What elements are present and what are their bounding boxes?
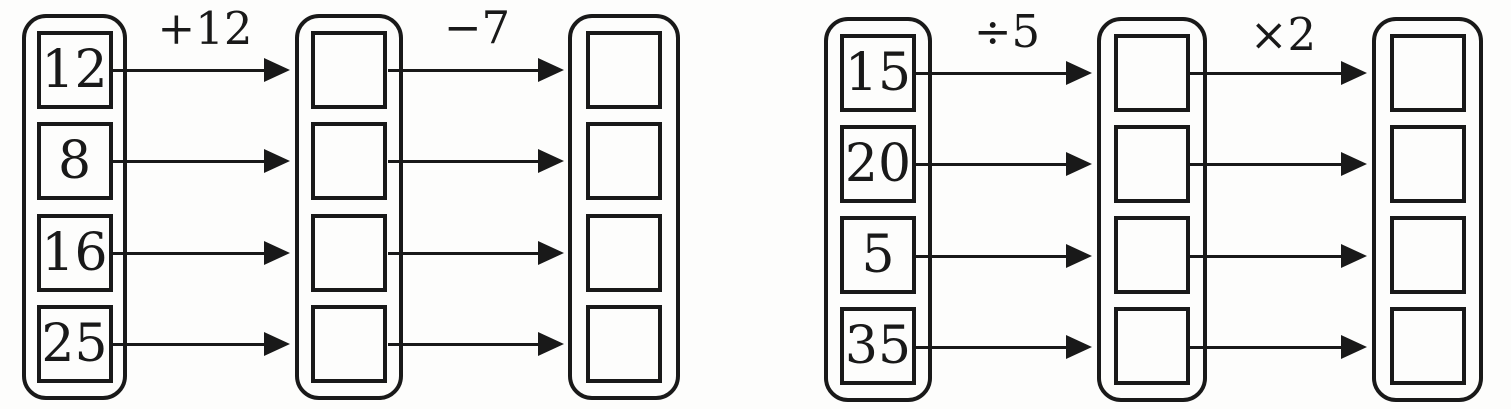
arrow-head-icon	[1341, 61, 1367, 85]
left-machine-input-column: 12 8 16 25	[22, 14, 127, 400]
arrow-head-icon	[1341, 335, 1367, 359]
operation-label-times-2: ×2	[1249, 8, 1317, 61]
input-cell: 16	[36, 213, 113, 292]
answer-blank[interactable]	[586, 122, 662, 201]
answer-blank[interactable]	[311, 122, 387, 201]
operation-label-divide-5: ÷5	[973, 5, 1041, 58]
input-cell: 12	[36, 31, 113, 110]
left-machine-output-column	[568, 14, 680, 400]
answer-blank[interactable]	[1114, 307, 1190, 385]
arrow-head-icon	[1066, 335, 1092, 359]
input-cell: 25	[36, 304, 113, 383]
arrow-shaft	[112, 159, 272, 163]
arrow-shaft	[914, 345, 1074, 349]
arrow-shaft	[112, 251, 272, 255]
answer-blank[interactable]	[1114, 125, 1190, 203]
left-machine-middle-column	[295, 14, 403, 400]
arrow-head-icon	[538, 149, 564, 173]
right-machine-output-column	[1372, 17, 1483, 402]
answer-blank[interactable]	[1389, 125, 1466, 203]
arrow-shaft	[914, 71, 1074, 75]
arrow-head-icon	[538, 332, 564, 356]
arrow-shaft	[388, 342, 546, 346]
answer-blank[interactable]	[1114, 216, 1190, 294]
answer-blank[interactable]	[586, 213, 662, 292]
arrow-head-icon	[264, 241, 290, 265]
arrow-shaft	[388, 251, 546, 255]
arrow-head-icon	[1066, 152, 1092, 176]
arrow-shaft	[112, 68, 272, 72]
right-machine-middle-column	[1097, 17, 1207, 402]
arrow-head-icon	[264, 332, 290, 356]
arrow-shaft	[112, 342, 272, 346]
input-cell: 5	[840, 216, 916, 294]
answer-blank[interactable]	[1389, 216, 1466, 294]
answer-blank[interactable]	[586, 304, 662, 383]
arrow-shaft	[914, 254, 1074, 258]
input-cell: 35	[840, 307, 916, 385]
arrow-shaft	[1186, 254, 1349, 258]
input-cell: 8	[36, 122, 113, 201]
arrow-shaft	[388, 68, 546, 72]
answer-blank[interactable]	[1389, 34, 1466, 112]
arrow-head-icon	[264, 149, 290, 173]
answer-blank[interactable]	[1114, 34, 1190, 112]
arrow-head-icon	[264, 58, 290, 82]
answer-blank[interactable]	[311, 304, 387, 383]
arrow-head-icon	[1066, 61, 1092, 85]
right-machine-input-column: 15 20 5 35	[824, 17, 932, 402]
input-cell: 20	[840, 125, 916, 203]
arrow-head-icon	[1066, 244, 1092, 268]
arrow-head-icon	[1341, 244, 1367, 268]
arrow-shaft	[1186, 71, 1349, 75]
answer-blank[interactable]	[311, 213, 387, 292]
operation-label-minus-7: −7	[443, 1, 511, 54]
arrow-shaft	[388, 159, 546, 163]
arrow-head-icon	[1341, 152, 1367, 176]
answer-blank[interactable]	[1389, 307, 1466, 385]
arrow-shaft	[914, 162, 1074, 166]
answer-blank[interactable]	[586, 31, 662, 110]
arrow-head-icon	[538, 58, 564, 82]
arrow-shaft	[1186, 345, 1349, 349]
arrow-shaft	[1186, 162, 1349, 166]
operation-label-plus-12: +12	[157, 2, 253, 55]
input-cell: 15	[840, 34, 916, 112]
arrow-head-icon	[538, 241, 564, 265]
answer-blank[interactable]	[311, 31, 387, 110]
